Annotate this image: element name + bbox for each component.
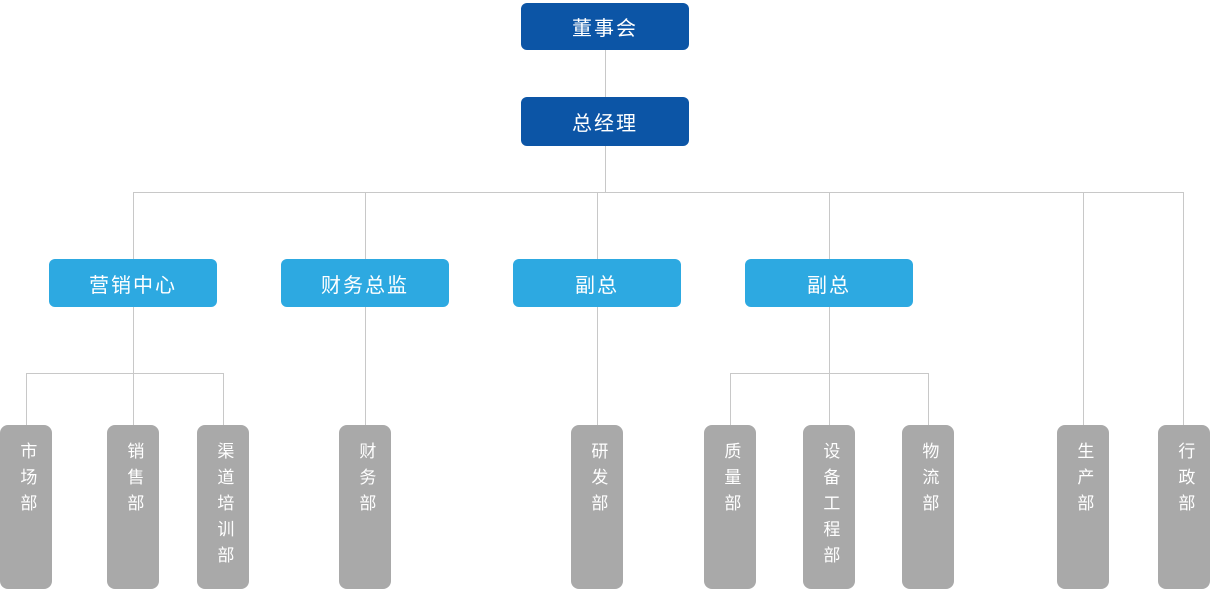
dept-finance: 财务部 <box>339 425 391 589</box>
connector-line <box>26 373 223 374</box>
connector-line <box>605 146 606 192</box>
connector-line <box>829 192 830 259</box>
dept-label: 研发部 <box>588 442 608 520</box>
connector-line <box>597 307 598 425</box>
org-node-marketing-center: 营销中心 <box>49 259 217 307</box>
connector-line <box>133 192 1183 193</box>
dept-label: 市场部 <box>17 442 37 520</box>
dept-logistics: 物流部 <box>902 425 954 589</box>
dept-label: 销售部 <box>124 442 144 520</box>
dept-sales: 销售部 <box>107 425 159 589</box>
connector-line <box>928 373 929 425</box>
connector-line <box>365 307 366 425</box>
connector-line <box>365 192 366 259</box>
dept-market: 市场部 <box>0 425 52 589</box>
connector-line <box>26 373 27 425</box>
connector-line <box>133 192 134 259</box>
dept-quality: 质量部 <box>704 425 756 589</box>
org-node-deputy-gm-2: 副总 <box>745 259 913 307</box>
connector-line <box>605 50 606 97</box>
dept-label: 行政部 <box>1175 442 1195 520</box>
connector-line <box>1183 192 1184 425</box>
dept-label: 财务部 <box>356 442 376 520</box>
dept-label: 渠道培训部 <box>214 442 234 572</box>
dept-admin: 行政部 <box>1158 425 1210 589</box>
connector-line <box>829 307 830 373</box>
dept-equipment-engineering: 设备工程部 <box>803 425 855 589</box>
connector-line <box>1083 192 1084 425</box>
connector-line <box>597 192 598 259</box>
dept-label: 物流部 <box>919 442 939 520</box>
org-node-general-manager: 总经理 <box>521 97 689 146</box>
connector-line <box>829 373 830 425</box>
dept-label: 设备工程部 <box>820 442 840 572</box>
dept-channel-training: 渠道培训部 <box>197 425 249 589</box>
connector-line <box>133 307 134 373</box>
org-node-deputy-gm-1: 副总 <box>513 259 681 307</box>
connector-line <box>223 373 224 425</box>
org-node-finance-director: 财务总监 <box>281 259 449 307</box>
connector-line <box>133 373 134 425</box>
dept-label: 质量部 <box>721 442 741 520</box>
dept-label: 生产部 <box>1074 442 1094 520</box>
org-node-board: 董事会 <box>521 3 689 50</box>
dept-rnd: 研发部 <box>571 425 623 589</box>
dept-production: 生产部 <box>1057 425 1109 589</box>
connector-line <box>730 373 731 425</box>
